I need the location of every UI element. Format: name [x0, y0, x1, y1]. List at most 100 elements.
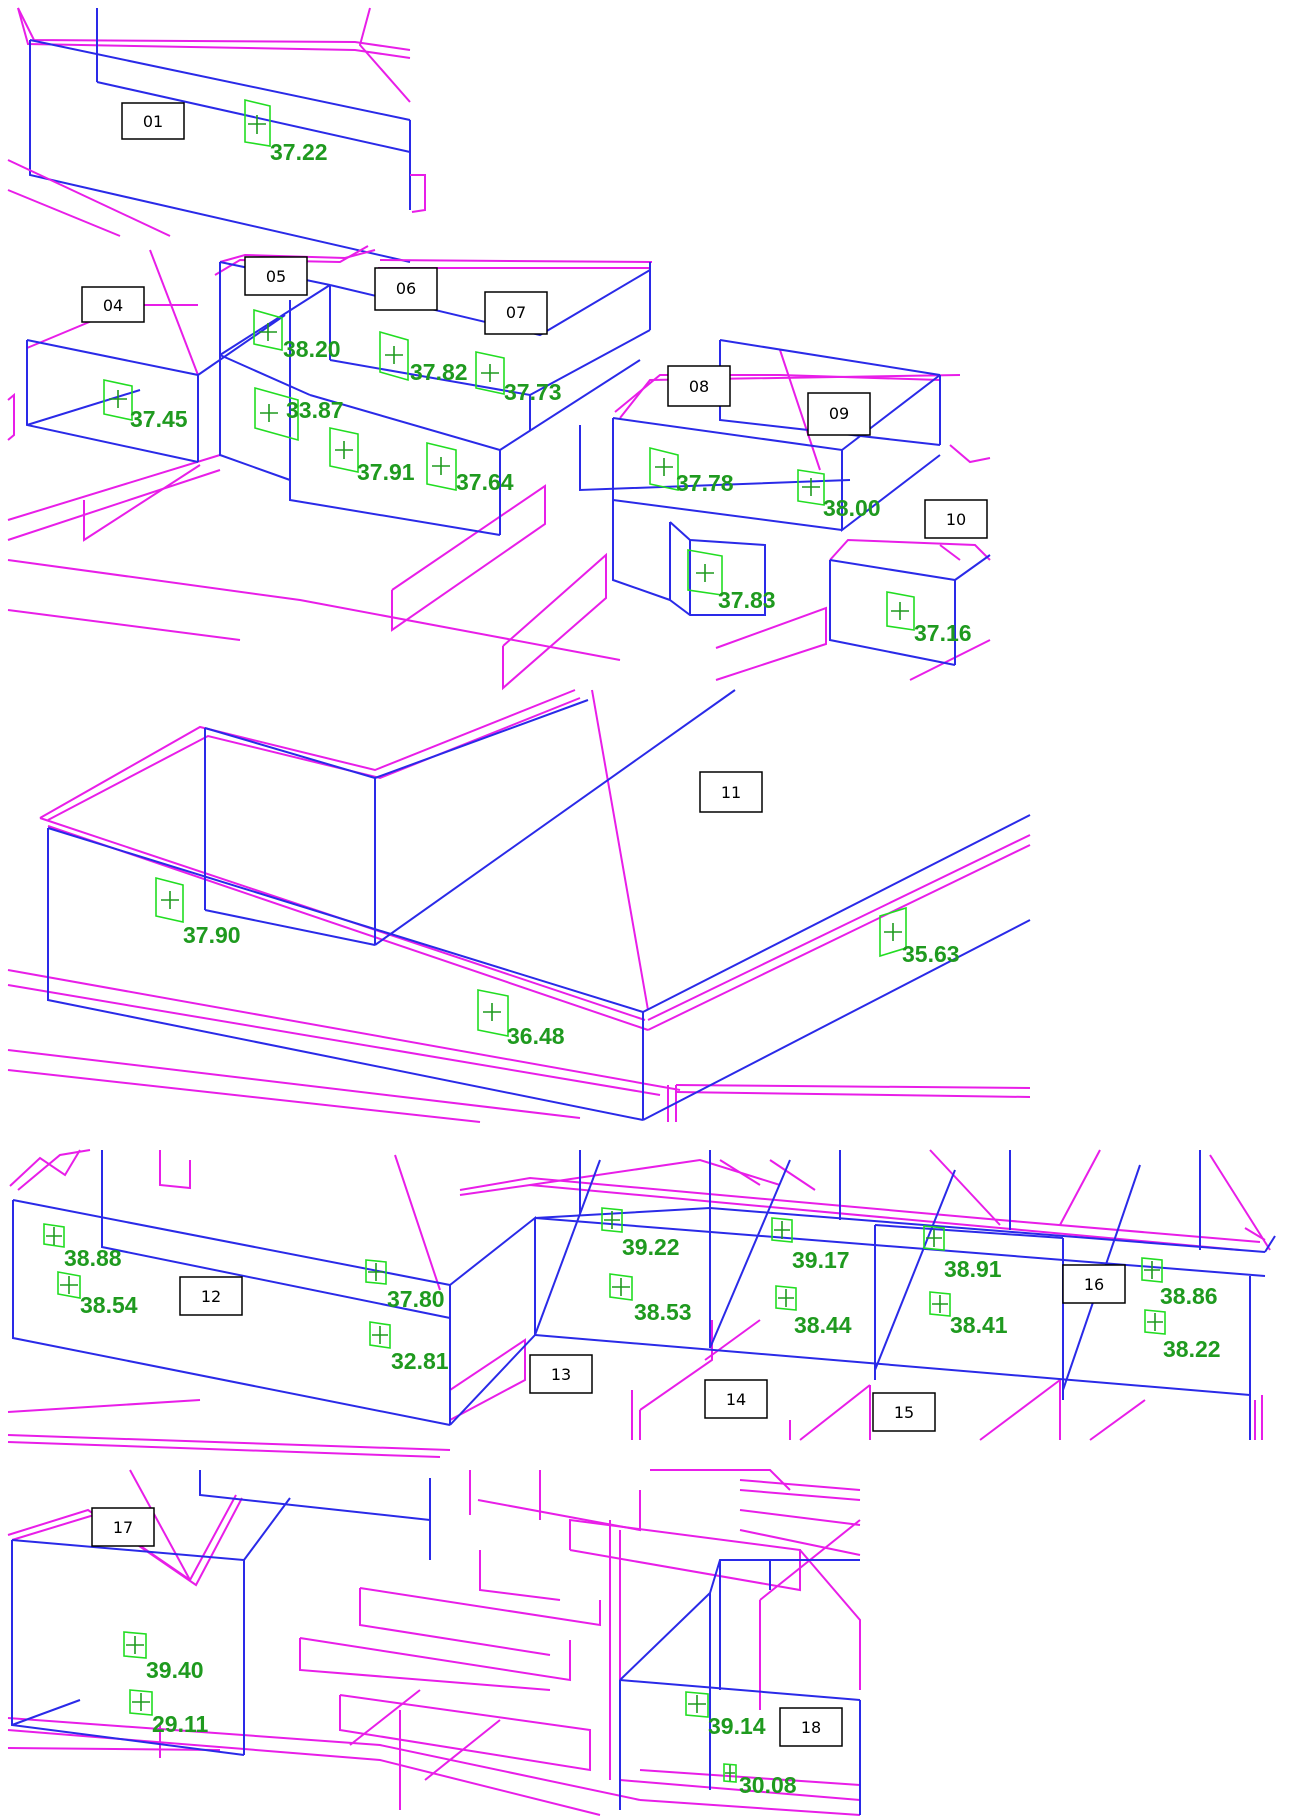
- measurement-marker: 38.22: [1144, 1309, 1221, 1362]
- measurement-value: 37.16: [914, 620, 972, 646]
- crosshair-marker-icon: [886, 591, 915, 631]
- measurement-value: 35.63: [902, 941, 960, 967]
- crosshair-marker-icon: [426, 441, 457, 491]
- building-id-box: 10: [924, 499, 988, 539]
- measurement-value: 38.53: [634, 1299, 692, 1325]
- wireframe-lines: [7, 1469, 861, 1816]
- measurement-marker: 33.87: [254, 386, 344, 442]
- building-id-box: 09: [807, 392, 871, 436]
- measurement-value: 38.91: [944, 1256, 1002, 1282]
- measurement-value: 37.80: [387, 1286, 445, 1312]
- building-id: 12: [201, 1287, 221, 1306]
- measurement-value: 37.64: [456, 469, 514, 495]
- crosshair-marker-icon: [649, 446, 679, 491]
- building-id: 01: [143, 112, 163, 131]
- building-id: 10: [946, 510, 966, 529]
- building-id: 14: [726, 1390, 746, 1409]
- measurement-marker: 32.81: [369, 1321, 449, 1374]
- measurement-marker: 38.44: [775, 1285, 852, 1338]
- panel-1: 37.22 01: [7, 7, 426, 263]
- panel-3: 37.90 35.63 36.48 11: [7, 689, 1031, 1123]
- building-id: 09: [829, 404, 849, 423]
- building-id: 11: [721, 783, 741, 802]
- measurement-markers: 38.88 38.54 37.80 32.81 39.22: [43, 1207, 1221, 1374]
- measurement-marker: 29.11: [129, 1689, 208, 1737]
- measurement-marker: 38.54: [57, 1271, 138, 1318]
- measurement-value: 38.54: [80, 1292, 138, 1318]
- measurement-value: 39.40: [146, 1657, 204, 1683]
- building-id: 17: [113, 1518, 133, 1537]
- building-id-box: 04: [81, 286, 145, 323]
- crosshair-marker-icon: [1141, 1257, 1163, 1283]
- building-id: 18: [801, 1718, 821, 1737]
- crosshair-marker-icon: [254, 386, 299, 442]
- crosshair-marker-icon: [929, 1291, 951, 1317]
- crosshair-marker-icon: [103, 379, 133, 421]
- crosshair-marker-icon: [123, 1631, 147, 1659]
- measurement-value: 36.48: [507, 1023, 565, 1049]
- measurement-value: 37.22: [270, 139, 328, 165]
- measurement-marker: 38.20: [253, 308, 341, 362]
- measurement-marker: 38.86: [1141, 1257, 1218, 1309]
- panel-4: 38.88 38.54 37.80 32.81 39.22: [7, 1149, 1276, 1458]
- crosshair-marker-icon: [775, 1285, 797, 1311]
- building-id-box: 18: [779, 1707, 843, 1747]
- crosshair-marker-icon: [369, 1321, 391, 1349]
- measurement-value: 39.17: [792, 1247, 850, 1273]
- crosshair-marker-icon: [244, 98, 271, 147]
- measurement-value: 38.00: [823, 495, 881, 521]
- measurement-marker: 37.22: [244, 98, 328, 165]
- measurement-marker: 37.90: [155, 876, 241, 948]
- crosshair-marker-icon: [379, 330, 409, 382]
- measurement-value: 38.44: [794, 1312, 852, 1338]
- measurement-marker: 30.08: [723, 1763, 797, 1798]
- measurement-marker: 37.78: [649, 446, 734, 496]
- crosshair-marker-icon: [477, 989, 509, 1037]
- building-id-box: 15: [872, 1392, 936, 1432]
- measurement-markers: 39.40 29.11 39.14 30.08: [123, 1631, 797, 1798]
- measurement-marker: 37.16: [886, 591, 972, 646]
- measurement-value: 37.83: [718, 587, 776, 613]
- measurement-marker: 37.83: [687, 549, 776, 613]
- measurement-marker: 38.00: [797, 469, 881, 521]
- measurement-value: 37.78: [676, 470, 734, 496]
- measurement-marker: 35.63: [879, 906, 960, 967]
- building-id-box: 14: [704, 1379, 768, 1419]
- measurement-value: 32.81: [391, 1348, 449, 1374]
- building-id: 06: [396, 279, 416, 298]
- building-id-box: 05: [244, 256, 308, 296]
- crosshair-marker-icon: [687, 549, 723, 596]
- wireframe-lines: [7, 7, 426, 263]
- measurement-value: 38.88: [64, 1245, 122, 1271]
- building-id-box: 13: [529, 1354, 593, 1394]
- measurement-value: 37.45: [130, 406, 188, 432]
- crosshair-marker-icon: [685, 1691, 709, 1718]
- crosshair-marker-icon: [879, 906, 907, 958]
- panel-2: 38.20 37.82 37.73 37.45 33.87: [7, 245, 991, 691]
- building-id: 07: [506, 303, 526, 322]
- wireframe-lines: [7, 689, 1031, 1123]
- measurement-marker: 37.73: [475, 351, 562, 405]
- measurement-value: 37.82: [410, 359, 468, 385]
- building-id-box: 01: [121, 102, 185, 140]
- building-id-boxes: 17 18: [91, 1507, 843, 1747]
- crosshair-marker-icon: [797, 469, 825, 506]
- crosshair-marker-icon: [771, 1217, 793, 1243]
- crosshair-marker-icon: [923, 1225, 945, 1251]
- building-id-box: 11: [699, 771, 763, 813]
- measurement-markers: 37.90 35.63 36.48: [155, 876, 960, 1049]
- measurement-marker: 37.80: [365, 1259, 445, 1312]
- measurement-marker: 37.45: [103, 379, 188, 432]
- building-id: 16: [1084, 1275, 1104, 1294]
- measurement-value: 38.20: [283, 336, 341, 362]
- crosshair-marker-icon: [329, 427, 359, 473]
- measurement-marker: 39.22: [601, 1207, 680, 1260]
- building-id-box: 08: [667, 365, 731, 407]
- measurement-value: 38.22: [1163, 1336, 1221, 1362]
- crosshair-marker-icon: [1144, 1309, 1166, 1335]
- building-id-boxes: 12 13 14 15 16: [179, 1264, 1126, 1432]
- building-id-box: 06: [374, 267, 438, 311]
- crosshair-marker-icon: [155, 876, 184, 923]
- measurement-value: 37.90: [183, 922, 241, 948]
